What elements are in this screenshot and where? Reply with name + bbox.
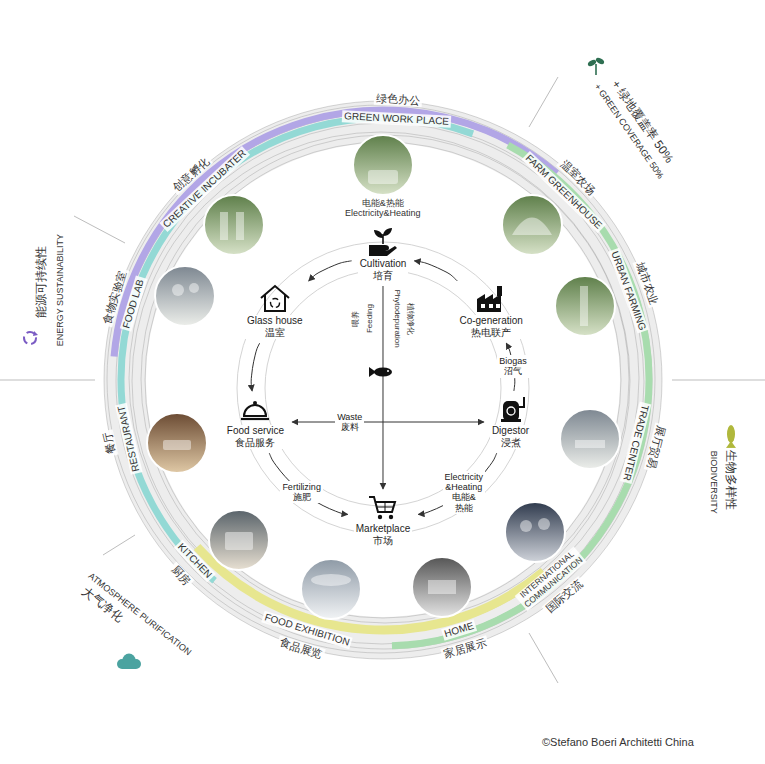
flow-note: Feeding <box>364 302 373 335</box>
node-text: 食品服务 <box>225 437 286 449</box>
flow-arrow <box>309 261 352 281</box>
cultivation-icon <box>369 228 397 256</box>
icon-space <box>354 491 412 523</box>
node-text: 热电联产 <box>457 327 524 339</box>
icon-space <box>245 283 305 315</box>
flow-arrow <box>269 453 348 514</box>
zone-label: RESTAURANT <box>115 403 142 475</box>
edge-label: Waste 废料 <box>335 411 364 434</box>
ring-band <box>125 122 641 638</box>
zone-label: 展厅贸易 <box>644 423 668 473</box>
zone-label: 餐厅 <box>100 429 118 457</box>
process-node: Food service食品服务 <box>221 393 290 451</box>
node-text: 市场 <box>354 535 412 547</box>
node-text: Glass house <box>245 315 305 327</box>
photo-circle <box>147 135 620 619</box>
sector-divider <box>0 77 765 683</box>
edge-label: Electricity &Heating 电能&热能 <box>443 471 486 514</box>
fish-icon <box>369 367 392 377</box>
process-node: Cultivation培育 <box>354 226 413 284</box>
theme-label: ENERGY SUSTAINABILITY <box>55 232 65 348</box>
digestor-icon <box>501 397 524 422</box>
theme-label: ATMOSPHERE PURIFICATION <box>85 570 195 659</box>
node-text: Digestor <box>490 425 531 437</box>
icon-space <box>457 283 524 315</box>
process-node: Digestor浸煮 <box>486 393 535 451</box>
greenhouse-icon <box>261 286 289 311</box>
zone-label: GREEN WORK PLACE <box>342 110 451 127</box>
flow-arrow <box>382 286 383 489</box>
flow-note: 植物净化 <box>405 300 414 336</box>
icon-space <box>490 393 531 425</box>
flow-arrow <box>292 422 484 423</box>
process-node: Marketplace市场 <box>350 491 416 549</box>
credit-text: ©Stefano Boeri Architetti China <box>540 736 696 749</box>
zone-label: 家居展示 <box>440 635 490 661</box>
flow-arrow <box>414 261 457 281</box>
flow-note: 喂养 <box>351 308 360 328</box>
flow-arrow <box>251 343 260 391</box>
node-text: 浸煮 <box>490 437 531 449</box>
flow-note: Phytodepuration <box>393 287 402 349</box>
edge-label: Biogas 沼气 <box>497 355 529 378</box>
edge-label: Fertilizing 施肥 <box>280 481 323 504</box>
theme-label: BIODIVERSITY <box>708 449 718 516</box>
node-text: Marketplace <box>354 523 412 535</box>
node-text: Co-generation <box>457 315 524 327</box>
node-text: Food service <box>225 425 286 437</box>
zone-label: 厨房 <box>167 561 194 588</box>
zone-label: 绿色办公 <box>373 92 422 107</box>
process-node: Glass house温室 <box>241 283 309 341</box>
theme-icon <box>24 57 736 669</box>
flow-arrow <box>418 453 497 514</box>
photo-detail <box>163 170 605 594</box>
zone-bands <box>14 11 752 749</box>
node-text: Cultivation <box>358 258 409 270</box>
sketch-ring <box>104 101 662 659</box>
zone-label: HOME <box>441 619 477 640</box>
flow-note: 电能&热能 Electricity&Heating <box>343 198 423 219</box>
cart-icon <box>369 497 395 519</box>
icon-space <box>358 226 409 258</box>
node-text: 温室 <box>245 327 305 339</box>
icon-space <box>225 393 286 425</box>
cloche-icon <box>241 401 269 419</box>
process-node: Co-generation热电联产 <box>453 283 528 341</box>
node-text: 培育 <box>358 270 409 282</box>
factory-icon <box>477 286 502 312</box>
theme-label: 能源可持续性 <box>35 244 49 320</box>
zone-label: TRADE CENTER <box>621 402 652 484</box>
inner-ring <box>237 242 529 534</box>
theme-label: 生物多样性 <box>723 448 737 512</box>
